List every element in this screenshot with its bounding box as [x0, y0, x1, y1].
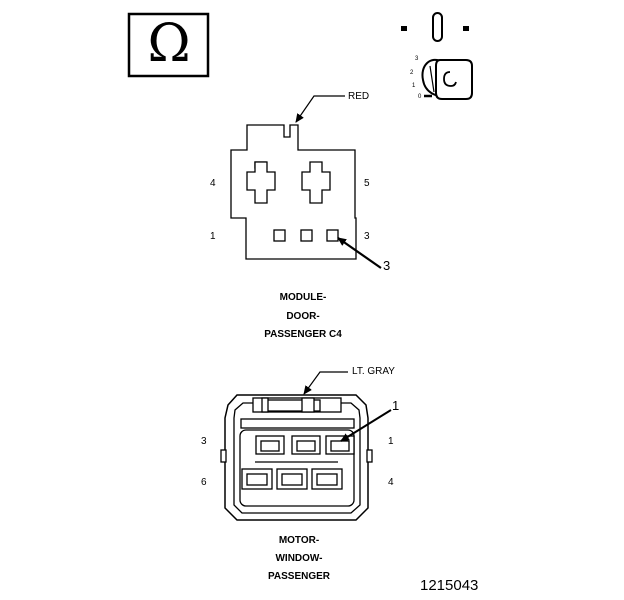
pin-label-3: 3 [364, 231, 370, 242]
caption-top-line-2: DOOR- [286, 311, 320, 322]
pin-label-1-bottom: 1 [388, 436, 394, 447]
caption-bottom-line-1: MOTOR- [278, 535, 320, 546]
pin-label-4-bottom: 4 [388, 477, 394, 488]
red-wire-leader [295, 95, 345, 123]
pin1-callout-leader [340, 409, 392, 442]
ohmmeter-symbol [127, 12, 210, 78]
connector-module-door [230, 124, 357, 260]
key-position-0: 0 [418, 94, 422, 100]
connector-motor-window [220, 394, 373, 521]
caption-bottom-line-2: WINDOW- [275, 553, 323, 564]
pin3-callout-leader [337, 237, 382, 269]
pin-label-6: 6 [201, 477, 207, 488]
pin-label-4: 4 [210, 178, 216, 189]
ignition-key-icon [401, 12, 473, 100]
pin-label-5: 5 [364, 178, 370, 189]
key-position-2: 2 [410, 70, 414, 76]
callout-number-top: 3 [383, 258, 391, 273]
wire-color-label-top: RED [348, 91, 370, 102]
lt-gray-wire-leader [303, 371, 348, 395]
figure-number: 1215043 [420, 577, 479, 594]
caption-bottom-line-3: PASSENGER [267, 571, 331, 582]
caption-top-line-3: PASSENGER C4 [264, 329, 342, 340]
caption-top-line-1: MODULE- [279, 292, 327, 303]
key-position-1: 1 [412, 83, 416, 89]
wire-color-label-bottom: LT. GRAY [352, 366, 395, 377]
key-position-3: 3 [415, 56, 419, 62]
ohm-symbol: Ω [147, 14, 191, 74]
callout-number-bottom: 1 [392, 398, 400, 413]
pin-label-3-bottom: 3 [201, 436, 207, 447]
pin-label-1: 1 [210, 231, 216, 242]
